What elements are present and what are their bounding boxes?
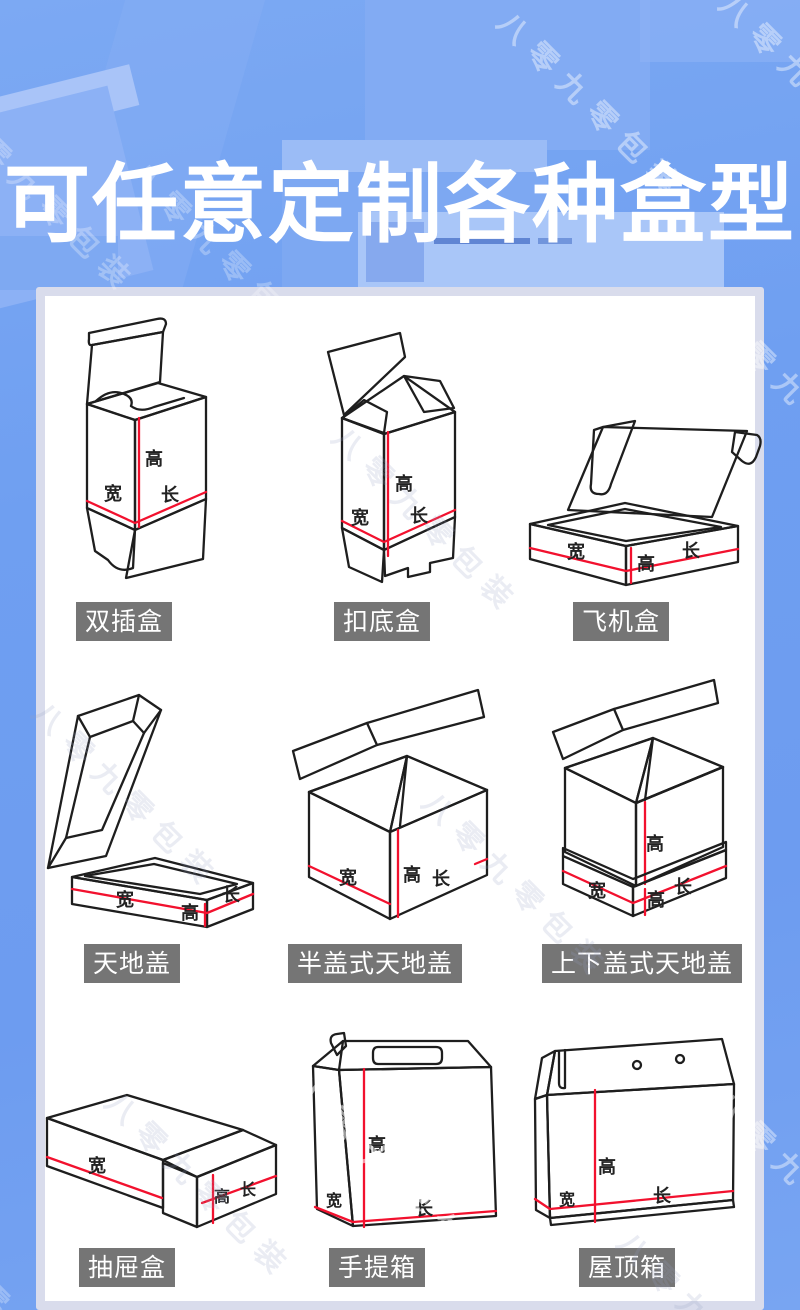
svg-text:宽: 宽: [351, 507, 369, 529]
decor-box-center-lid: [282, 140, 547, 176]
svg-text:长: 长: [161, 485, 180, 506]
svg-text:长: 长: [674, 877, 693, 898]
box-types-panel: [36, 287, 764, 1310]
box-illustration-drawer: 宽 高 长: [45, 1093, 278, 1229]
svg-text:长: 长: [410, 506, 429, 527]
svg-text:长: 长: [682, 541, 701, 562]
box-illustration-double-tuck: 宽 高 长: [85, 317, 208, 580]
svg-text:宽: 宽: [116, 889, 134, 911]
box-illustration-mailer: 宽 高 长: [528, 419, 762, 587]
svg-text:长: 长: [240, 1180, 257, 1199]
svg-text:宽: 宽: [104, 483, 122, 505]
svg-text:宽: 宽: [88, 1155, 106, 1177]
box-type-label: 手提箱: [328, 1248, 426, 1287]
box-type-label: 屋顶箱: [578, 1248, 676, 1287]
box-type-label: 上下盖式天地盖: [541, 944, 743, 983]
box-illustration-top-bottom-lid: 高 宽 高 长: [551, 678, 728, 918]
svg-text:宽: 宽: [567, 541, 585, 563]
svg-text:高: 高: [637, 553, 655, 575]
svg-text:高: 高: [647, 889, 665, 911]
box-type-label: 抽屉盒: [78, 1248, 176, 1287]
decor-box-center-back: [365, 0, 650, 150]
svg-text:长: 长: [653, 1186, 672, 1207]
svg-text:高: 高: [646, 833, 664, 855]
box-illustration-roof-box: 宽 高 长: [533, 1037, 736, 1227]
box-type-label: 天地盖: [83, 944, 181, 983]
page-title: 可任意定制各种盒型: [4, 154, 796, 255]
decor-box-front-board: [366, 222, 424, 282]
svg-text:高: 高: [145, 448, 163, 470]
svg-text:长: 长: [432, 869, 451, 890]
svg-text:高: 高: [395, 473, 413, 495]
svg-text:高: 高: [368, 1134, 386, 1156]
box-type-label: 半盖式天地盖: [287, 944, 463, 983]
svg-text:长: 长: [415, 1199, 434, 1220]
svg-text:宽: 宽: [326, 1191, 342, 1210]
decor-box-right-top: [640, 0, 800, 62]
svg-text:高: 高: [403, 864, 421, 886]
decor-box-bottom-left: [0, 236, 118, 290]
svg-text:高: 高: [598, 1156, 616, 1178]
box-type-label: 双插盒: [75, 602, 173, 641]
box-illustration-snap-bottom: 宽 高 长: [326, 331, 457, 584]
box-illustration-half-lid: 宽 高 长: [291, 688, 489, 921]
decor-print-dash-1: [434, 238, 530, 244]
box-type-label: 扣底盒: [333, 602, 431, 641]
svg-text:高: 高: [181, 902, 199, 924]
decor-print-dash-2: [538, 238, 572, 244]
box-type-label: 飞机盒: [572, 602, 670, 641]
svg-text:宽: 宽: [559, 1190, 575, 1209]
box-illustration-handle-box: 宽 高 长: [311, 1031, 498, 1229]
svg-text:高: 高: [214, 1187, 230, 1206]
svg-text:宽: 宽: [339, 867, 357, 889]
svg-text:宽: 宽: [588, 880, 606, 902]
svg-text:长: 长: [222, 885, 241, 906]
box-illustration-lid-base: 宽 高 长: [46, 693, 255, 929]
